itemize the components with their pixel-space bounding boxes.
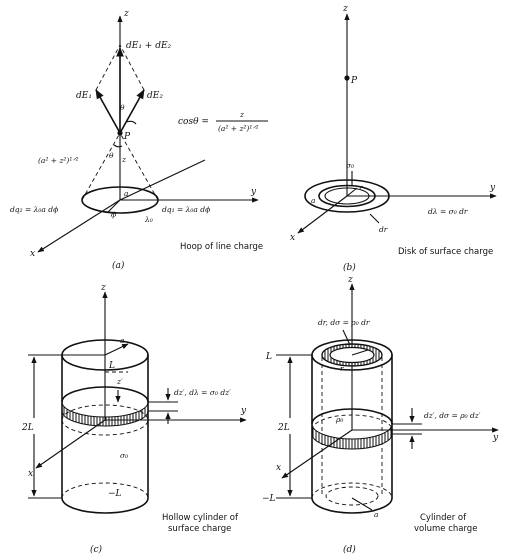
b-dr-label: dr [379,225,388,234]
b-p-label: P [350,76,358,86]
c-ring-top-edge [61,386,149,403]
d-a-pointer [351,497,373,511]
c-zprime-label: z′ [116,377,123,386]
c-minusL-label: −L [108,489,122,499]
a-lambda-label: λ₀ [144,215,153,224]
b-disk-outer [304,179,390,213]
b-a-label: a [311,196,315,205]
a-a-label: a [124,189,128,198]
b-ring-inner [324,187,370,205]
d-mid-back [311,414,393,431]
d-dr-pointer [342,329,351,346]
c-letter: (c) [90,544,103,555]
c-caption-2: surface charge [168,524,231,534]
c-sigma-label: σ₀ [120,451,128,460]
b-ring-outer [318,184,376,208]
a-vector-dE1 [95,89,121,134]
a-x-axis [37,199,121,253]
a-x-label: x [30,249,35,259]
b-letter: (b) [343,262,356,273]
panel-a-hoop: z y x P θ θ dE₁ + dE₂ dE₁ dE₂ (a² + z²)¹… [10,9,268,271]
d-r-line [351,349,369,356]
d-bottom-back [311,482,393,499]
d-2L-label: 2L [277,423,290,433]
a-dE2-label: dE₂ [147,91,163,101]
c-x-label: x [28,469,33,479]
b-radius-line [346,187,358,197]
d-disk-top-edge [311,408,393,425]
d-dz-label: dz′, dσ = ρ₀ dz′ [424,411,481,420]
c-z-label: z [100,283,106,293]
a-dash-right-to-p [119,132,159,201]
d-minusL-label: −L [262,494,276,504]
a-dash-diamond-ur [119,44,145,91]
d-rho-label: ρ₀ [335,415,343,424]
c-x-axis [35,419,106,469]
a-point-p [117,130,123,136]
c-L-label: L [108,361,115,371]
b-y-label: y [489,183,496,193]
c-caption-1: Hollow cylinder of [162,513,239,523]
a-caption: Hoop of line charge [180,242,263,252]
a-theta-top-arc [125,120,137,125]
a-axis-ext [119,159,206,201]
b-sigma-label: σ₀ [346,161,354,170]
d-caption-1: Cylinder of [420,513,467,523]
b-z-label: z [342,4,348,14]
a-z-mark: z [121,155,126,164]
a-theta-bottom: θ [109,151,114,160]
panel-c-hollow-cylinder: z y x 2L z′ dz′, dλ = σ₀ dz′ a [21,283,247,555]
a-dash-left-to-p [81,132,121,201]
a-dE1-label: dE₁ [76,91,92,101]
a-radius-line [107,199,121,213]
d-x-label: x [276,463,281,473]
a-p-label: P [123,132,131,142]
d-L-label: L [265,352,272,362]
d-r-label: r [340,364,344,373]
a-vector-dE2 [119,89,145,134]
c-2L-label: 2L [21,423,34,433]
d-z-label: z [347,275,353,285]
a-theta-bottom-arc [113,144,123,148]
c-dz-label: dz′, dλ = σ₀ dz′ [174,388,231,397]
b-r-label: r [359,183,363,192]
d-caption-2: volume charge [414,524,477,534]
a-dq2-label: dq₂ = λ₀a dϕ [10,205,58,214]
b-dlambda-label: dλ = σ₀ dr [428,207,468,216]
a-z-label: z [123,9,129,19]
a-cos-lhs: cosθ = [178,117,209,127]
d-y-label: y [492,433,499,443]
a-cos-den: (a² + z²)¹ᐟ² [218,124,259,133]
c-top-radius [104,343,129,356]
c-a-label: a [120,336,124,345]
a-letter: (a) [112,260,125,271]
b-x-axis [297,195,348,234]
d-a-label: a [374,510,378,519]
d-dr-top-label: dr, dσ = ρ₀ dr [318,318,370,327]
panel-b-disk: z y x P σ₀ r a dr dλ = σ₀ dr Disk of sur… [290,4,497,273]
d-letter: (d) [343,544,356,555]
a-phi-label: ϕ [111,210,116,219]
a-theta-top: θ [120,103,125,112]
a-dist-label: (a² + z²)¹ᐟ² [38,156,79,165]
a-dE-sum-label: dE₁ + dE₂ [126,41,172,51]
b-dr-pointer [369,213,380,224]
c-bottom-front [61,497,149,514]
c-y-label: y [240,406,247,416]
c-mid-front [61,419,149,436]
a-cos-num: z [239,110,244,119]
b-x-label: x [290,233,295,243]
a-dash-diamond-ul [95,44,121,91]
a-y-label: y [250,187,257,197]
d-bottom-front [311,497,393,514]
panel-d-solid-cylinder: z y x r dr, dσ = ρ₀ dr ρ₀ 2L L −L [262,275,499,555]
b-caption: Disk of surface charge [398,247,493,257]
c-bottom-back [61,482,149,499]
a-dq1-label: dq₁ = λ₀a dϕ [162,205,210,214]
d-bottom-inner [325,486,379,506]
b-point-p [344,75,350,81]
